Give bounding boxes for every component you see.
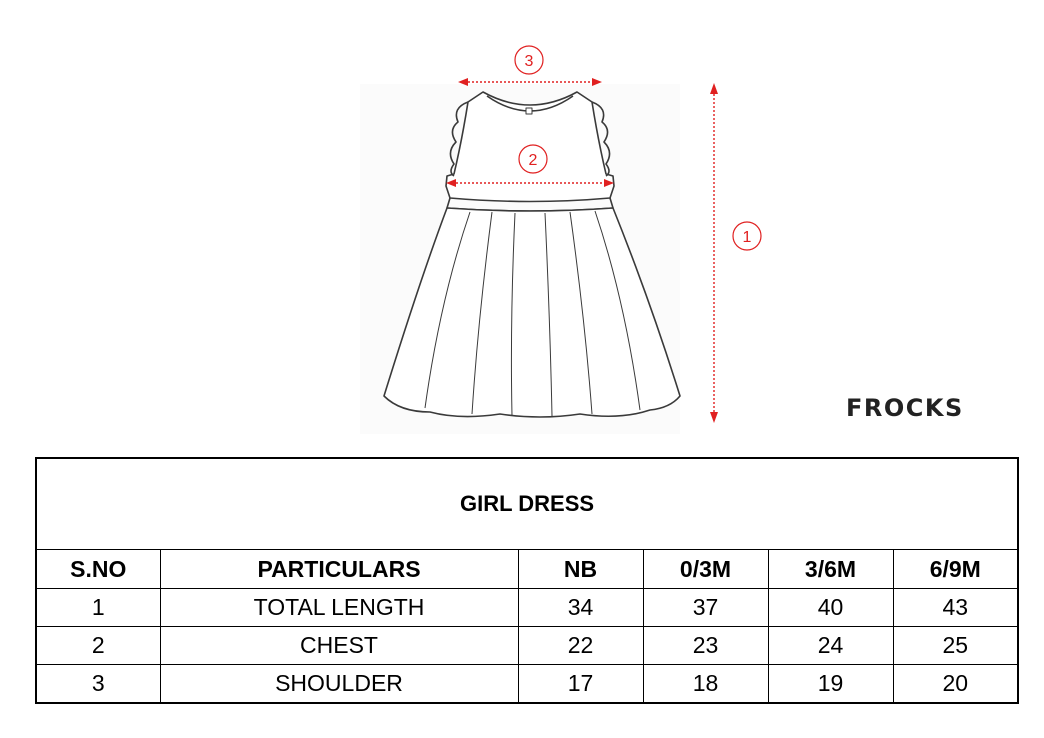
header-nb: NB bbox=[517, 549, 644, 589]
brand-label: FROCKS bbox=[846, 394, 964, 422]
header-6-9m: 6/9M bbox=[892, 549, 1019, 589]
table-cell: 17 bbox=[517, 664, 644, 704]
marker-shoulder: 3 bbox=[514, 45, 544, 75]
header-particulars: PARTICULARS bbox=[159, 549, 519, 589]
table-title-row: GIRL DRESS bbox=[35, 457, 1019, 550]
table-cell: 34 bbox=[517, 588, 644, 627]
header-sno: S.NO bbox=[35, 549, 161, 589]
table-header-row: S.NO PARTICULARS NB 0/3M 3/6M 6/9M bbox=[35, 549, 1019, 589]
table-row: 1 TOTAL LENGTH 34 37 40 43 bbox=[35, 588, 1019, 627]
header-0-3m: 0/3M bbox=[642, 549, 769, 589]
table-cell: 2 bbox=[35, 626, 161, 665]
table-row: 2 CHEST 22 23 24 25 bbox=[35, 626, 1019, 665]
table-cell: 22 bbox=[517, 626, 644, 665]
table-cell: 3 bbox=[35, 664, 161, 704]
table-cell: 37 bbox=[642, 588, 769, 627]
table-cell: 1 bbox=[35, 588, 161, 627]
table-cell: 43 bbox=[892, 588, 1019, 627]
marker-length: 1 bbox=[732, 221, 762, 251]
marker-shoulder-label: 3 bbox=[525, 53, 534, 70]
table-cell: 40 bbox=[767, 588, 894, 627]
table-cell: 19 bbox=[767, 664, 894, 704]
marker-chest: 2 bbox=[518, 144, 548, 174]
table-cell: CHEST bbox=[159, 626, 519, 665]
table-cell: 25 bbox=[892, 626, 1019, 665]
table-row: 3 SHOULDER 17 18 19 20 bbox=[35, 664, 1019, 704]
table-title: GIRL DRESS bbox=[35, 457, 1019, 550]
table-cell: SHOULDER bbox=[159, 664, 519, 704]
table-cell: 20 bbox=[892, 664, 1019, 704]
table-cell: 18 bbox=[642, 664, 769, 704]
table-cell: TOTAL LENGTH bbox=[159, 588, 519, 627]
marker-chest-label: 2 bbox=[529, 152, 538, 169]
size-chart-table: GIRL DRESS S.NO PARTICULARS NB 0/3M 3/6M… bbox=[35, 457, 1020, 704]
dress-measurement-diagram: 3 2 1 bbox=[383, 45, 762, 423]
table-cell: 23 bbox=[642, 626, 769, 665]
table-cell: 24 bbox=[767, 626, 894, 665]
marker-length-label: 1 bbox=[743, 229, 752, 246]
header-3-6m: 3/6M bbox=[767, 549, 894, 589]
measurement-arrow-icon bbox=[446, 78, 718, 423]
